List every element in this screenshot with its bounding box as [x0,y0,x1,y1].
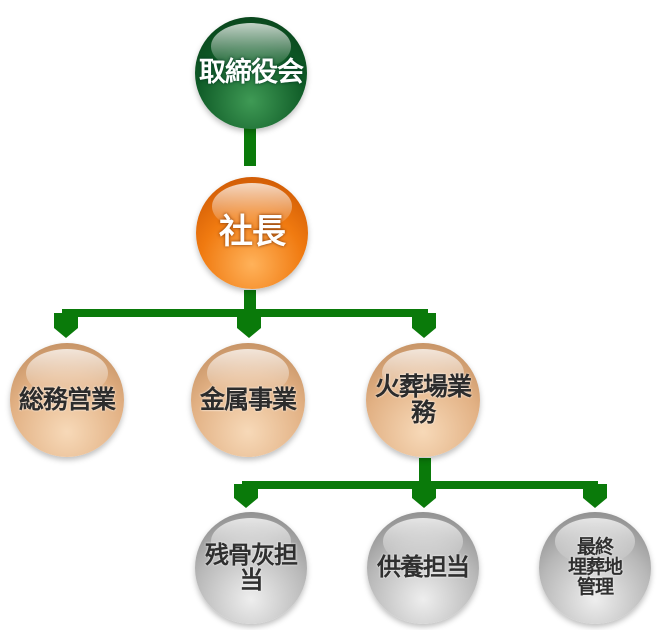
node-general-affairs-sales: 総務営業 [10,343,124,457]
node-memorial-service: 供養担当 [367,512,479,624]
connector-board-president [244,128,256,166]
connector-cremation-down [419,458,431,486]
arrow-icon [237,313,261,338]
node-president: 社長 [196,177,308,289]
arrow-icon [583,484,607,508]
node-label: 社長 [219,212,286,253]
node-label: 最終 埋葬地 管理 [567,536,623,598]
arrow-icon [54,313,78,338]
node-metal-business: 金属事業 [191,343,305,457]
node-label: 残骨灰担当 [205,540,298,594]
node-board: 取締役会 [195,17,307,129]
arrow-icon [412,484,436,508]
node-residual-ash: 残骨灰担当 [195,512,307,624]
node-crematorium-operations: 火葬場業務 [366,343,480,457]
node-label: 取締役会 [199,56,304,88]
node-label: 金属事業 [199,384,297,414]
node-label: 総務営業 [18,384,116,414]
connector-president-down [244,290,256,314]
node-final-burial-site: 最終 埋葬地 管理 [539,512,651,624]
node-label: 火葬場業務 [374,371,472,427]
arrow-icon [412,313,436,338]
node-label: 供養担当 [377,553,470,582]
arrow-icon [234,484,258,508]
